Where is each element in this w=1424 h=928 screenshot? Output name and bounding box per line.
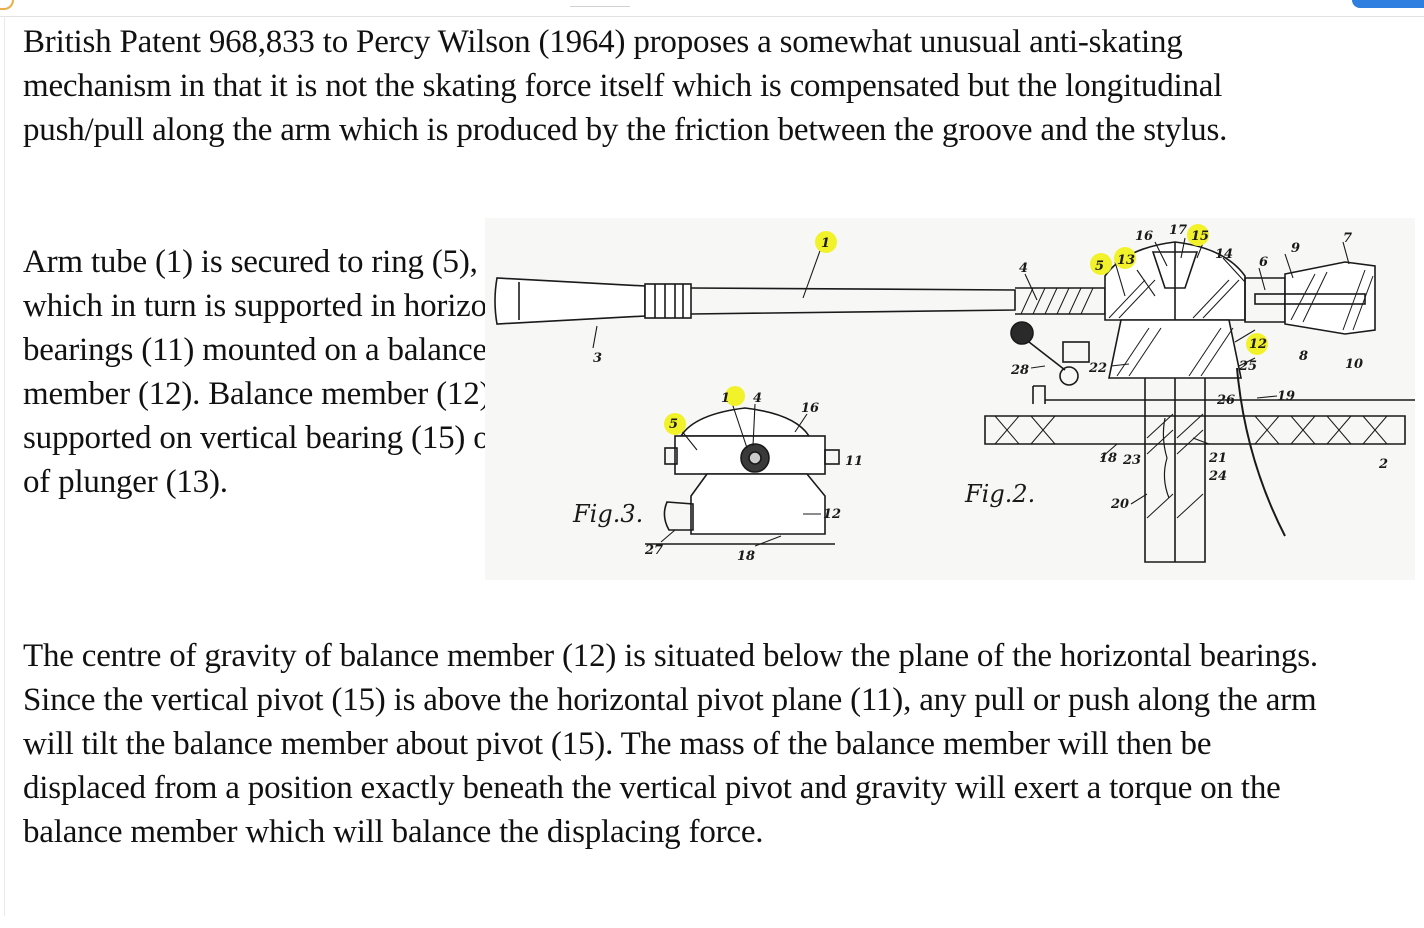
fig2-label: Fig.2. bbox=[964, 480, 1035, 508]
label-24: 24 bbox=[1208, 469, 1227, 484]
highlight-12-fig2 bbox=[1246, 333, 1268, 355]
label-25: 25 bbox=[1238, 359, 1257, 374]
patent-drawing-svg: 1 2 3 4 5 6 7 8 9 10 11 12 12 13 14 15 1… bbox=[494, 223, 1415, 564]
label-2: 2 bbox=[1378, 457, 1388, 472]
label-26: 26 bbox=[1216, 393, 1235, 408]
hatch-pivot-housing bbox=[1108, 279, 1240, 319]
label-22: 22 bbox=[1088, 361, 1107, 376]
highlight-5-13a bbox=[1090, 253, 1112, 275]
label-14: 14 bbox=[1215, 247, 1233, 262]
tab-strip-line bbox=[570, 0, 630, 7]
hatch-balance-member bbox=[1116, 327, 1234, 377]
hatch-counterweight bbox=[1290, 269, 1374, 331]
highlight-1 bbox=[815, 231, 837, 253]
label-27: 27 bbox=[644, 543, 663, 558]
label-4: 4 bbox=[1019, 261, 1028, 276]
headshell-outline bbox=[494, 277, 646, 325]
leader-lines bbox=[592, 237, 1350, 547]
mechanism-paragraph: Arm tube (1) is secured to ring (5), whi… bbox=[23, 244, 556, 500]
label-23: 23 bbox=[1122, 453, 1141, 468]
highlight-15 bbox=[1187, 224, 1209, 246]
label-9: 9 bbox=[1291, 241, 1300, 256]
label-5-fig3: 5 bbox=[669, 417, 678, 432]
label-28: 28 bbox=[1010, 363, 1029, 378]
explanation-paragraph: The centre of gravity of balance member … bbox=[23, 638, 1318, 850]
label-18-fig3: 18 bbox=[737, 549, 755, 564]
highlight-13 bbox=[1114, 247, 1136, 269]
label-1: 1 bbox=[821, 236, 830, 251]
yellow-highlights bbox=[664, 224, 1268, 435]
label-11: 11 bbox=[845, 454, 863, 469]
label-10: 10 bbox=[1345, 357, 1363, 372]
label-18-fig2: 18 bbox=[1099, 451, 1117, 466]
label-5: 5 bbox=[1095, 259, 1104, 274]
label-6: 6 bbox=[1259, 255, 1268, 270]
browser-top-bar bbox=[0, 0, 1424, 17]
label-13: 13 bbox=[1117, 253, 1135, 268]
label-19: 19 bbox=[1277, 389, 1295, 404]
hatch-deck bbox=[994, 415, 1388, 445]
accent-button[interactable] bbox=[1352, 0, 1424, 8]
label-17: 17 bbox=[1169, 223, 1187, 238]
hatch-arm-bushing bbox=[1020, 287, 1094, 315]
label-7: 7 bbox=[1343, 231, 1352, 246]
label-20: 20 bbox=[1110, 497, 1129, 512]
label-12-fig3: 12 bbox=[823, 507, 841, 522]
patent-drawing: 1 2 3 4 5 6 7 8 9 10 11 12 12 13 14 15 1… bbox=[485, 218, 1415, 580]
highlight-5-fig3 bbox=[664, 413, 686, 435]
label-8: 8 bbox=[1299, 349, 1308, 364]
highlight-1-fig3 bbox=[725, 386, 745, 406]
hatch-column bbox=[1146, 413, 1204, 519]
part-labels: 1 2 3 4 5 6 7 8 9 10 11 12 12 13 14 15 1… bbox=[593, 223, 1388, 564]
label-16-fig3: 16 bbox=[801, 401, 819, 416]
label-1-fig3: 1 bbox=[721, 391, 730, 406]
label-15: 15 bbox=[1191, 229, 1209, 244]
page-margin-line bbox=[4, 16, 5, 916]
label-12-fig2: 12 bbox=[1249, 337, 1267, 352]
fig3-label: Fig.3. bbox=[572, 500, 643, 528]
label-4-fig3: 4 bbox=[753, 391, 762, 406]
label-3: 3 bbox=[593, 351, 602, 366]
intro-paragraph: British Patent 968,833 to Percy Wilson (… bbox=[23, 24, 1228, 148]
corner-marker-icon bbox=[0, 0, 14, 10]
label-16-fig2: 16 bbox=[1135, 229, 1153, 244]
label-21: 21 bbox=[1208, 451, 1227, 466]
